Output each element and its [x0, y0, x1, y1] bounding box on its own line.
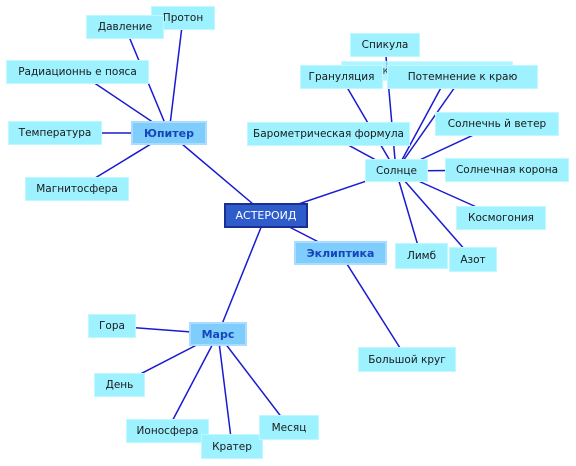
- node-temperature[interactable]: Температура: [8, 121, 102, 145]
- node-month[interactable]: Месяц: [259, 415, 319, 440]
- node-sun[interactable]: Солнце: [365, 159, 428, 182]
- node-barometric-formula[interactable]: Барометрическая формула: [247, 122, 410, 146]
- node-pressure[interactable]: Давление: [86, 15, 164, 39]
- connector-line-asteroid-0: [168, 132, 267, 216]
- node-solar-corona[interactable]: Солнечная корона: [445, 158, 569, 182]
- node-magnetosphere[interactable]: Магнитосфера: [25, 177, 129, 201]
- node-jupiter[interactable]: Юпитер: [131, 121, 207, 145]
- node-mars[interactable]: Марс: [189, 322, 247, 346]
- node-day[interactable]: День: [94, 373, 145, 397]
- connector-line-jupiter-4: [168, 17, 184, 134]
- node-radiation-belt[interactable]: Радиационнь е пояса: [6, 60, 149, 84]
- node-limb[interactable]: Лимб: [395, 243, 448, 269]
- connector-line-sun-12: [395, 76, 463, 172]
- node-asteroid[interactable]: АСТЕРОИД: [224, 203, 308, 228]
- connector-line-mars-24: [217, 333, 290, 428]
- connector-line-mars-22: [166, 333, 219, 432]
- node-mountain[interactable]: Гора: [88, 314, 136, 338]
- node-nitrogen[interactable]: Азот: [449, 247, 497, 272]
- node-limb-darkening[interactable]: Потемнение к краю: [387, 65, 538, 89]
- node-cosmogony[interactable]: Космогония: [456, 206, 546, 230]
- node-proton[interactable]: Протон: [151, 6, 215, 30]
- connector-line-sun-17: [395, 170, 422, 257]
- connector-line-ecliptic-19: [339, 252, 408, 360]
- connector-line-asteroid-3: [217, 214, 267, 335]
- node-spicule[interactable]: Спикула: [350, 33, 420, 57]
- node-ionosphere[interactable]: Ионосфера: [126, 419, 209, 443]
- node-crater[interactable]: Кратер: [201, 434, 263, 459]
- connector-line-mars-23: [217, 333, 233, 447]
- node-solar-wind[interactable]: Солнечнь й ветер: [435, 112, 559, 136]
- node-ecliptic[interactable]: Эклиптика: [294, 241, 387, 265]
- node-granulation[interactable]: Грануляция: [300, 65, 383, 89]
- node-great-circle[interactable]: Большой круг: [358, 347, 456, 372]
- connector-line-sun-18: [395, 170, 474, 260]
